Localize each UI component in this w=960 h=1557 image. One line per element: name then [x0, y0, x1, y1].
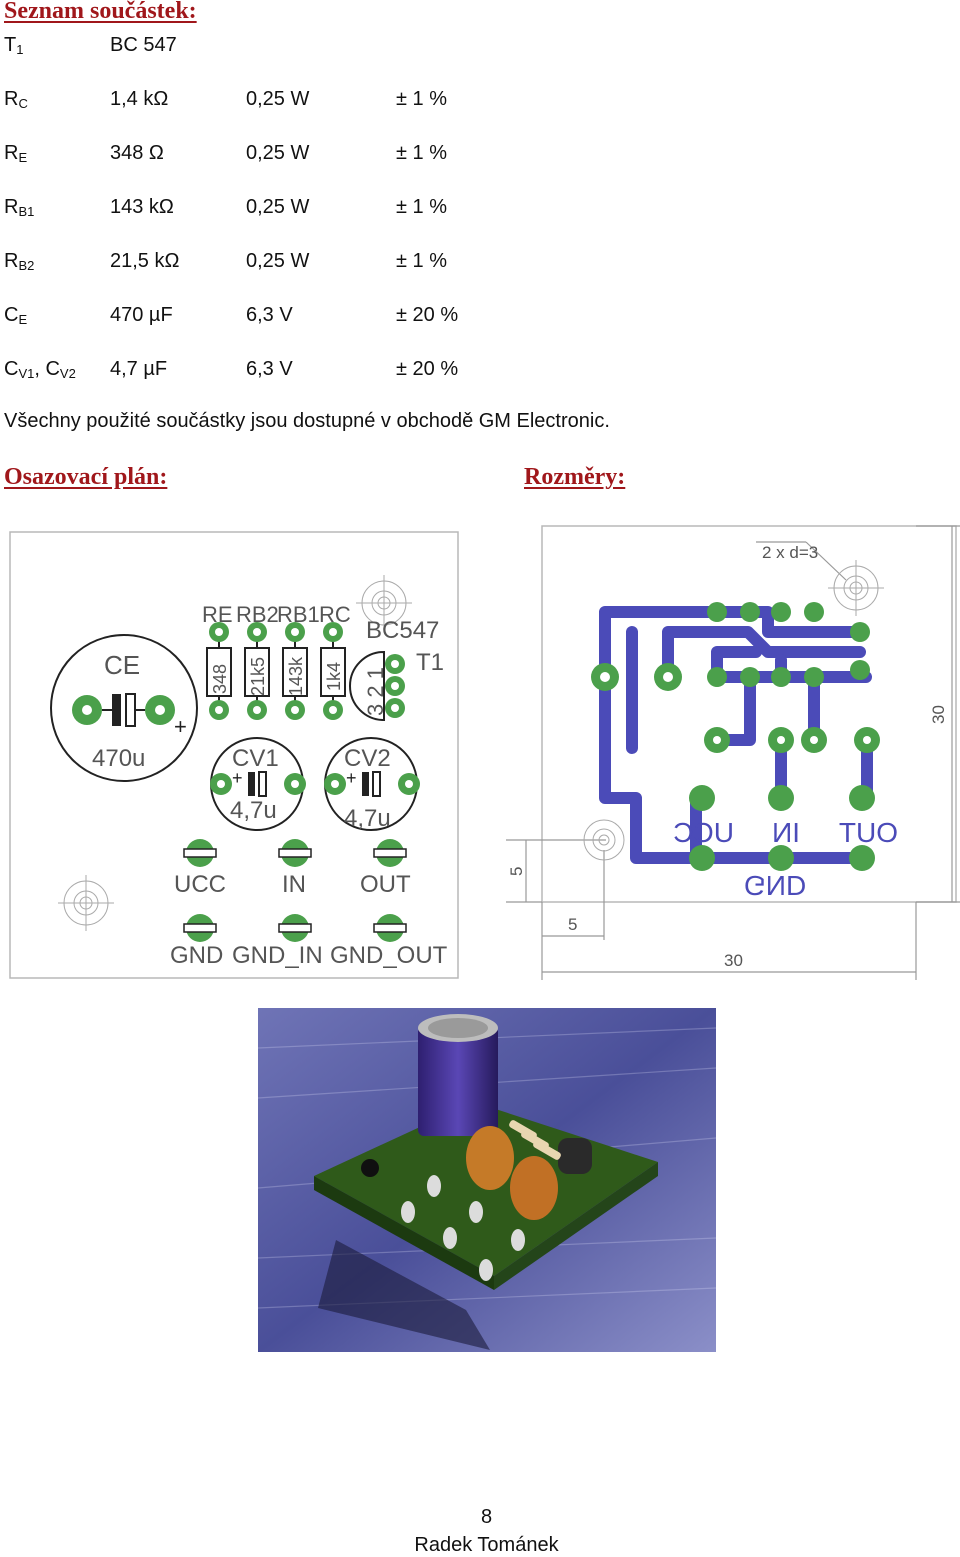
svg-text:+: +: [232, 768, 243, 788]
transistor-t1: 3 2 1: [349, 650, 405, 722]
part-value: 470 µF: [110, 304, 173, 326]
part-rating: 6,3 V: [246, 358, 293, 380]
author-name: Radek Tománek: [414, 1534, 559, 1556]
svg-text:CV1: CV1: [232, 745, 279, 772]
part-reference: RC: [4, 88, 28, 111]
board-3d-render: [258, 1008, 716, 1352]
part-rating: 0,25 W: [246, 88, 310, 110]
availability-note: Všechny použité součástky jsou dostupné …: [4, 410, 610, 432]
mounting-hole-icon: [58, 875, 114, 931]
parts-row: RB1 143 kΩ 0,25 W ± 1 %: [4, 192, 704, 246]
part-reference: T1: [4, 34, 24, 57]
part-reference: CV1, CV2: [4, 358, 76, 381]
part-reference: CE: [4, 304, 28, 327]
mounting-hole-icon: [583, 819, 625, 861]
hole-spec-label: 2 x d=3: [762, 543, 818, 562]
part-value: BC 547: [110, 34, 177, 56]
capacitor-ce: CE 470u +: [50, 634, 198, 782]
dimension-width: 30: [724, 951, 743, 970]
placement-heading: Osazovací plán:: [4, 464, 168, 490]
parts-row: CV1, CV2 4,7 µF 6,3 V ± 20 %: [4, 354, 704, 408]
copper-pads: [591, 602, 880, 871]
dimension-offset-y: 5: [507, 867, 526, 876]
part-reference: RE: [4, 142, 28, 165]
part-tolerance: ± 1 %: [396, 250, 447, 272]
part-rating: 0,25 W: [246, 142, 310, 164]
resistor-rb1: 143k: [282, 622, 308, 720]
parts-row: RE 348 Ω 0,25 W ± 1 %: [4, 138, 704, 192]
part-value: 21,5 kΩ: [110, 250, 180, 272]
svg-text:470u: 470u: [92, 745, 145, 772]
svg-text:3 2 1: 3 2 1: [363, 667, 388, 716]
part-reference: RB1: [4, 196, 35, 219]
page-number: 8: [480, 1506, 493, 1528]
dimension-height: 30: [929, 705, 948, 724]
mirrored-label-gnd: GND: [744, 870, 806, 901]
part-value: 1,4 kΩ: [110, 88, 169, 110]
resistor-rc: 1k4: [320, 622, 346, 720]
part-tolerance: ± 1 %: [396, 196, 447, 218]
dimension-offset-x: 5: [568, 915, 577, 934]
label-gnd-in: GND_IN: [232, 942, 323, 969]
dimensions-heading: Rozměry:: [524, 464, 626, 490]
svg-text:CV2: CV2: [344, 745, 391, 772]
svg-text:4,7u: 4,7u: [230, 797, 277, 824]
part-value: 143 kΩ: [110, 196, 174, 218]
resistor-rb2: 21k5: [244, 622, 270, 720]
svg-text:143k: 143k: [286, 656, 306, 696]
label-gnd: GND: [170, 942, 223, 969]
mounting-hole-icon: [356, 575, 412, 631]
parts-row: RB2 21,5 kΩ 0,25 W ± 1 %: [4, 246, 704, 300]
part-value: 4,7 µF: [110, 358, 168, 380]
mirrored-label-ucc: UCC: [673, 817, 734, 848]
svg-text:+: +: [174, 714, 187, 739]
svg-text:21k5: 21k5: [248, 657, 268, 696]
part-reference: RB2: [4, 250, 35, 273]
part-tolerance: ± 20 %: [396, 304, 459, 326]
capacitor-cv1: CV1 4,7u +: [210, 737, 306, 831]
svg-text:348: 348: [210, 664, 230, 694]
parts-row: T1 BC 547: [4, 30, 704, 84]
part-rating: 0,25 W: [246, 250, 310, 272]
label-out: OUT: [360, 871, 411, 898]
part-value: 348 Ω: [110, 142, 164, 164]
part-rating: 0,25 W: [246, 196, 310, 218]
label-in: IN: [282, 871, 306, 898]
parts-row: RC 1,4 kΩ 0,25 W ± 1 %: [4, 84, 704, 138]
label-ucc: UCC: [174, 871, 226, 898]
resistor-re: 348: [206, 622, 232, 720]
part-tolerance: ± 1 %: [396, 142, 447, 164]
label-t1: T1: [416, 649, 444, 676]
connector-pads: [183, 839, 407, 942]
capacitor-cv2: CV2 4,7u +: [324, 737, 420, 832]
mounting-hole-icon: [828, 560, 884, 616]
svg-text:+: +: [346, 768, 357, 788]
dimensions-figure: 30 5 5 30 2 x d=3 UCC IN OU: [506, 525, 960, 980]
svg-text:1k4: 1k4: [324, 662, 344, 691]
svg-text:CE: CE: [104, 650, 140, 680]
part-tolerance: ± 1 %: [396, 88, 447, 110]
mirrored-label-out: OUT: [839, 817, 898, 848]
parts-row: CE 470 µF 6,3 V ± 20 %: [4, 300, 704, 354]
svg-text:4,7u: 4,7u: [344, 805, 391, 832]
label-gnd-out: GND_OUT: [330, 942, 448, 969]
placement-plan-figure: RE RB2 RB1 RC 348 21k5 143k 1k4 BC547 T1: [9, 531, 459, 979]
label-bc547: BC547: [366, 617, 439, 644]
part-tolerance: ± 20 %: [396, 358, 459, 380]
mirrored-label-in: IN: [772, 817, 800, 848]
part-rating: 6,3 V: [246, 304, 293, 326]
parts-list-heading: Seznam součástek:: [4, 0, 197, 24]
